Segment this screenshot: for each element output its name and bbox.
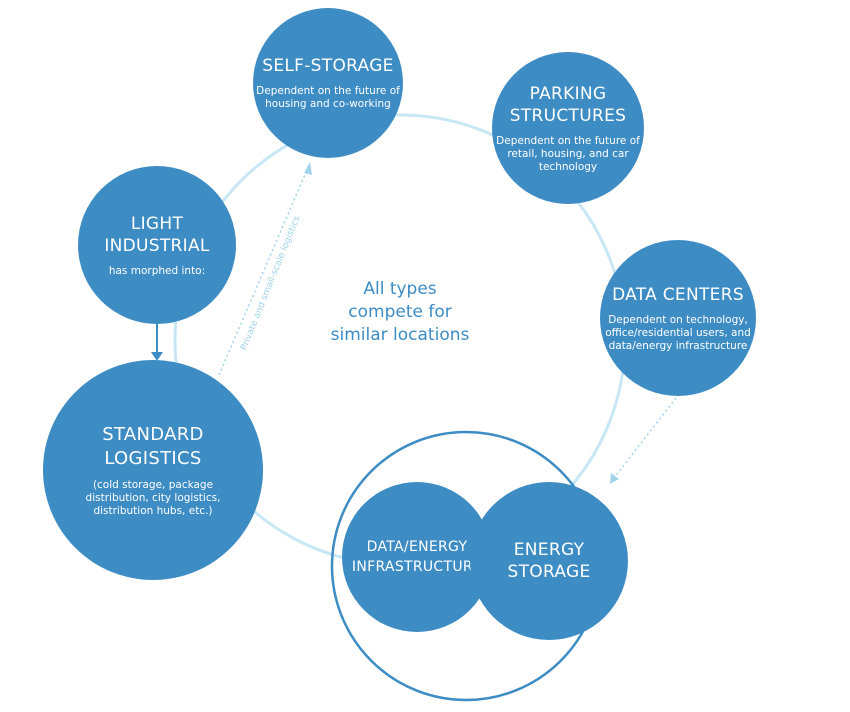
center-text: All types compete for similar locations [330, 279, 470, 345]
datacenter-arrow-head [610, 473, 619, 484]
parking-structures-desc: Dependent on the future of retail, housi… [496, 134, 640, 173]
datacenter-arrow-line [613, 397, 677, 479]
standard-logistics-node: STANDARD LOGISTICS (cold storage, packag… [43, 360, 263, 580]
standard-logistics-desc: (cold storage, package distribution, cit… [85, 478, 221, 517]
data-energy-infrastructure-title: DATA/ENERGY INFRASTRUCTURE [351, 539, 483, 575]
light-industrial-desc: has morphed into: [108, 264, 206, 277]
parking-structures-node: PARKING STRUCTURES Dependent on the futu… [492, 52, 644, 204]
standard-logistics-title: STANDARD LOGISTICS [102, 423, 204, 469]
data-centers-desc: Dependent on technology, office/resident… [605, 313, 751, 352]
morph-arrow-head [151, 352, 163, 361]
self-storage-title: SELF-STORAGE [262, 56, 394, 76]
light-industrial-node: LIGHT INDUSTRIAL has morphed into: [78, 166, 236, 324]
data-centers-title: DATA CENTERS [612, 284, 744, 305]
logistics-arrow-line [218, 169, 308, 376]
logistics-arrow-head [304, 162, 312, 175]
light-industrial-title: LIGHT INDUSTRIAL [104, 213, 210, 256]
self-storage-desc: Dependent on the future of housing and c… [256, 85, 400, 110]
self-storage-node: SELF-STORAGE Dependent on the future of … [253, 8, 403, 158]
energy-storage-node: ENERGY STORAGE [470, 482, 628, 640]
data-energy-infrastructure-node: DATA/ENERGY INFRASTRUCTURE [342, 482, 492, 632]
parking-structures-title: PARKING STRUCTURES [509, 83, 627, 126]
energy-storage-title: ENERGY STORAGE [507, 540, 591, 582]
data-centers-node: DATA CENTERS Dependent on technology, of… [600, 240, 756, 396]
